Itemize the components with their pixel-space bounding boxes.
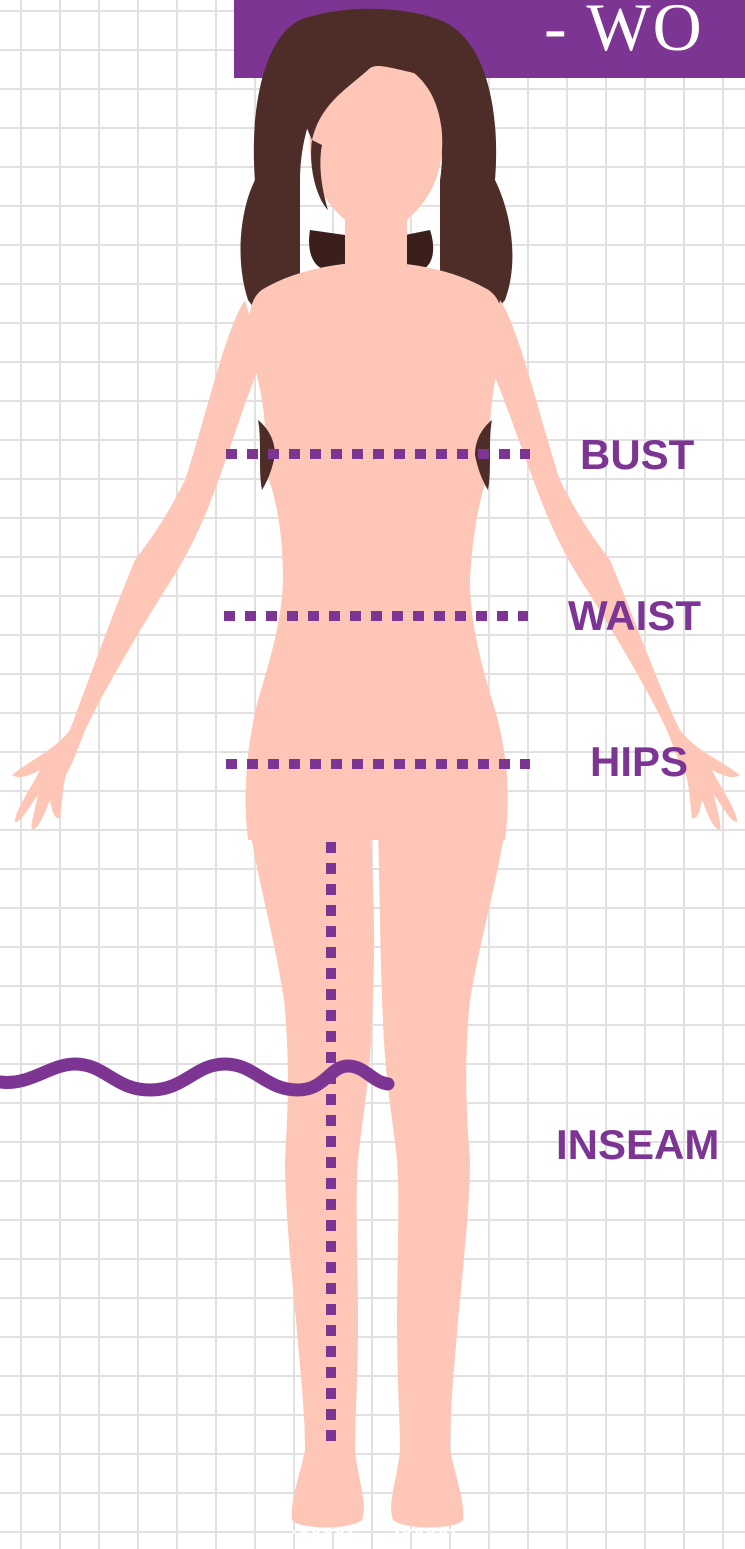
right-toes bbox=[395, 1530, 455, 1534]
left-leg bbox=[250, 830, 374, 1528]
inseam-label: INSEAM bbox=[556, 1124, 719, 1166]
waist-label: WAIST bbox=[568, 595, 701, 637]
left-arm bbox=[12, 300, 262, 830]
torso bbox=[246, 262, 508, 840]
bust-label: BUST bbox=[580, 434, 694, 476]
left-toes bbox=[292, 1530, 352, 1534]
hips-label: HIPS bbox=[590, 741, 688, 783]
right-leg bbox=[378, 830, 505, 1528]
